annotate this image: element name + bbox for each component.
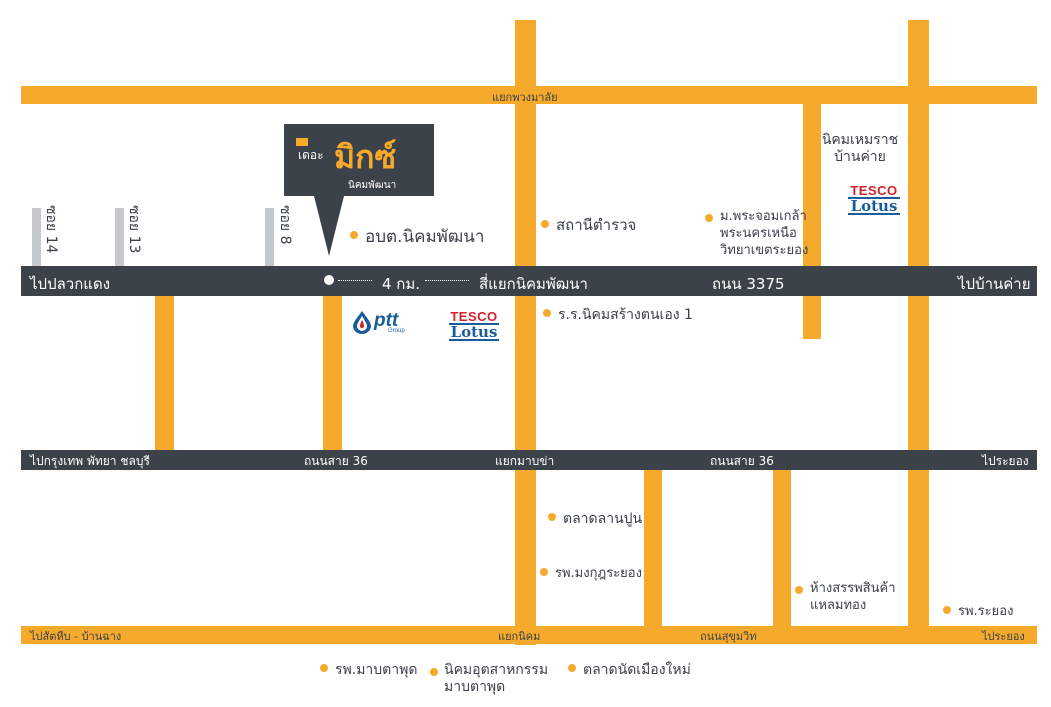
poi-hosp-maptaphut-label: รพ.มาบตาพุด [335,662,418,678]
dot-icon [430,668,438,676]
road-vertical-lower-1 [644,470,662,626]
location-pin-dot [324,275,334,285]
soi-8-label: ซอย 8 [277,205,293,245]
poi-obt-label: อบต.นิคมพัฒนา [365,227,485,247]
poi-market-new-label: ตลาดนัดเมืองใหม่ [583,662,691,678]
label-main-road: ถนน 3375 [712,275,785,293]
poi-hosp-maptaphut: รพ.มาบตาพุด [320,662,417,679]
poi-industrial-estate: นิคมอุตสาหกรรม มาบตาพุด [430,662,548,696]
label-main-mid: สี่แยกนิคมพัฒนา [479,275,588,293]
label-bottom-right: ไประยอง [982,630,1025,643]
tesco-text: TESCO [450,309,498,324]
lotus-text: Lotus [848,197,900,215]
poi-hosp-rayong-label: รพ.ระยอง [958,604,1014,619]
road-36 [21,450,1037,470]
dot-icon [541,219,549,228]
poi-hosp-mongkut-label: รพ.มงกุฎระยอง [555,566,642,581]
tesco-lotus-logo-hemrat: TESCO Lotus [848,184,900,215]
dot-icon [943,605,951,614]
dot-icon [320,664,328,672]
ptt-text: ptt [374,310,399,331]
soi-13-label: ซอย 13 [126,205,142,254]
poi-university: ม.พระจอมเกล้า พระนครเหนือ วิทยาเขตระยอง [705,208,808,259]
dot-icon [568,664,576,672]
dot-icon [540,567,548,576]
label-bottom-mid2: ถนนสุขุมวิท [700,630,757,643]
road-top [21,86,1037,104]
label-bottom-left: ไปสัตหีบ - บ้านฉาง [30,630,122,643]
dot-icon [350,231,358,239]
poi-laemthong: ห้างสรรพสินค้า แหลมทอง [795,580,896,614]
road-sukhumvit [21,626,1037,644]
dot-icon [705,214,713,222]
logo-sub: นิคมพัฒนา [348,180,397,191]
dot-icon [543,309,551,317]
tesco-lotus-logo-main: TESCO Lotus [449,310,499,341]
tesco-text: TESCO [850,183,898,198]
road-vertical-left [155,296,174,450]
ptt-sub-text: Group [388,328,405,334]
poi-market-lanpun: ตลาดลานปูน [548,511,642,528]
poi-market-new: ตลาดนัดเมืองใหม่ [568,662,691,679]
project-pointer [314,196,344,256]
road-main-3375 [21,266,1037,296]
poi-police: สถานีตำรวจ [541,217,636,234]
road-vertical-top-center [515,20,536,645]
project-logo: เดอะ มิกซ์ นิคมพัฒนา [284,124,434,196]
poi-hosp-rayong: รพ.ระยอง [943,603,1013,620]
poi-obt: อบต.นิคมพัฒนา [350,229,484,246]
poi-school: ร.ร.นิคมสร้างตนเอง 1 [543,307,693,324]
label-36-mid2: แยกมาบข่า [495,454,555,468]
poi-hosp-mongkut: รพ.มงกุฎระยอง [540,565,642,582]
poi-school-label: ร.ร.นิคมสร้างตนเอง 1 [558,307,693,323]
dot-icon [795,586,803,594]
distance-dots-left [338,280,372,281]
label-36-left: ไปกรุงเทพ พัทยา ชลบุรี [30,454,150,468]
poi-market-lanpun-label: ตลาดลานปูน [563,511,643,527]
soi-8-bar [265,208,274,266]
road-vertical-lower-2 [773,470,791,626]
label-top-junction: แยกพวงมาลัย [492,91,558,104]
poi-police-label: สถานีตำรวจ [556,216,637,234]
soi-13-bar [115,208,124,266]
label-36-right: ไประยอง [982,454,1029,468]
label-distance: 4 กม. [382,275,421,293]
ptt-drop-icon [353,311,371,334]
label-36-mid1: ถนนสาย 36 [304,454,368,468]
distance-dots-right [425,280,469,281]
soi-14-bar [32,208,41,266]
poi-laemthong-label: ห้างสรรพสินค้า แหลมทอง [810,581,896,613]
lotus-text: Lotus [449,323,499,341]
label-main-left: ไปปลวกแดง [30,275,111,293]
logo-accent-icon [296,138,308,146]
poi-nikom-hemrat-label: นิคมเหมราช บ้านค่าย [821,132,899,165]
poi-industrial-estate-label: นิคมอุตสาหกรรม มาบตาพุด [444,662,549,695]
road-vertical-soi8 [323,296,342,450]
label-bottom-mid1: แยกนิคม [498,630,541,643]
label-main-right: ไปบ้านค่าย [958,275,1031,293]
dot-icon [548,513,556,521]
logo-main: มิกซ์ [334,138,397,176]
poi-university-label: ม.พระจอมเกล้า พระนครเหนือ วิทยาเขตระยอง [720,209,809,258]
poi-nikom-hemrat: นิคมเหมราช บ้านค่าย [812,132,908,166]
road-vertical-right [908,20,929,450]
label-36-mid3: ถนนสาย 36 [710,454,774,468]
soi-14-label: ซอย 14 [43,205,59,254]
logo-prefix: เดอะ [298,148,324,162]
ptt-logo: ptt Group [352,310,412,336]
road-vertical-lower-3 [908,470,929,626]
